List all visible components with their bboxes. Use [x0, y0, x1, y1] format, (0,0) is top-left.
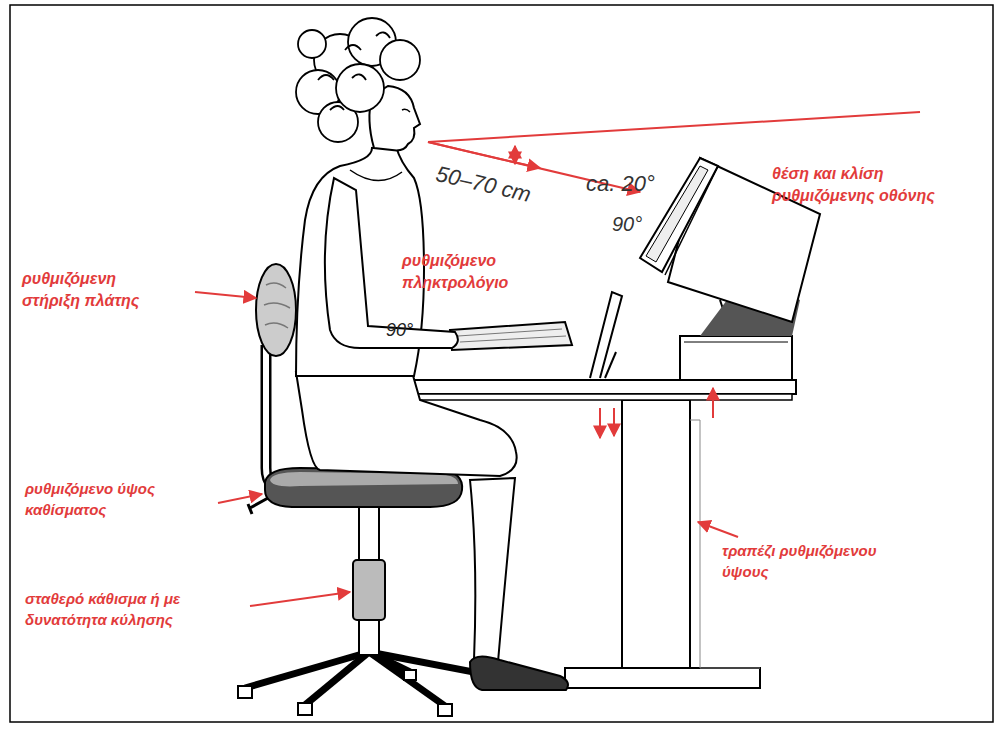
sight-line [428, 112, 920, 142]
seat-height-label: ρυθμιζόμενο ύψος καθίσματος [25, 478, 155, 520]
angle-dimension: 90° [612, 210, 672, 238]
backrest-label: ρυθμιζόμενη στήριξη πλάτης [22, 268, 172, 312]
backrest [256, 264, 296, 356]
keyboard-label: ρυθμιζόμενο πληκτρολόγιο [402, 250, 532, 294]
distance-dimension: 50–70 cm [433, 158, 596, 224]
hair-curl [336, 64, 384, 112]
chair-label: σταθερό κάθισμα ή με δυνατότητα κύλησης [25, 588, 207, 630]
height-arrow [613, 408, 615, 436]
height-arrow [599, 408, 601, 438]
desk-label: τραπέζι ρυθμιζόμενου ύψους [722, 540, 900, 582]
caster [404, 670, 416, 680]
backrest-texture [264, 283, 290, 328]
monitor-stand [680, 336, 792, 380]
eye [402, 109, 410, 112]
keyboard [450, 322, 572, 350]
desk-top [400, 380, 796, 394]
caster [238, 686, 252, 698]
neckline [350, 170, 402, 181]
lower-leg [470, 478, 515, 662]
seat-lever [248, 498, 268, 514]
document-holder-foot [605, 352, 616, 378]
callout-lines [195, 112, 920, 606]
leader-arrow [218, 494, 262, 503]
skirt [296, 372, 517, 476]
chair-leg [305, 652, 369, 705]
angle-arrow [514, 146, 516, 158]
monitor-label: θέση και κλίση ρυθμιζόμενης οθόνης [772, 163, 987, 207]
hair-curl [318, 32, 390, 110]
hair [296, 18, 420, 142]
hair-curl [380, 40, 420, 80]
shoe [470, 656, 568, 690]
desk-edge [404, 394, 792, 400]
caster [438, 704, 452, 716]
monitor-edge [665, 166, 718, 275]
frame [10, 5, 993, 722]
height-arrow [712, 388, 714, 418]
monitor-screen [646, 166, 708, 262]
caster [298, 703, 312, 715]
leader-arrow [698, 522, 738, 537]
angle-dimension: ca. 20° [586, 168, 676, 199]
document-holder [590, 292, 622, 378]
desk-pillar [622, 400, 690, 668]
leader-arrow [250, 592, 350, 606]
elbow-angle: 90° [386, 318, 436, 343]
desk-foot [565, 668, 760, 688]
leader-arrow [195, 292, 256, 298]
hair-curl [298, 30, 326, 58]
keyboard-keys [458, 329, 566, 342]
monitor-stand-edge [684, 342, 788, 343]
gas-spring [353, 560, 385, 620]
